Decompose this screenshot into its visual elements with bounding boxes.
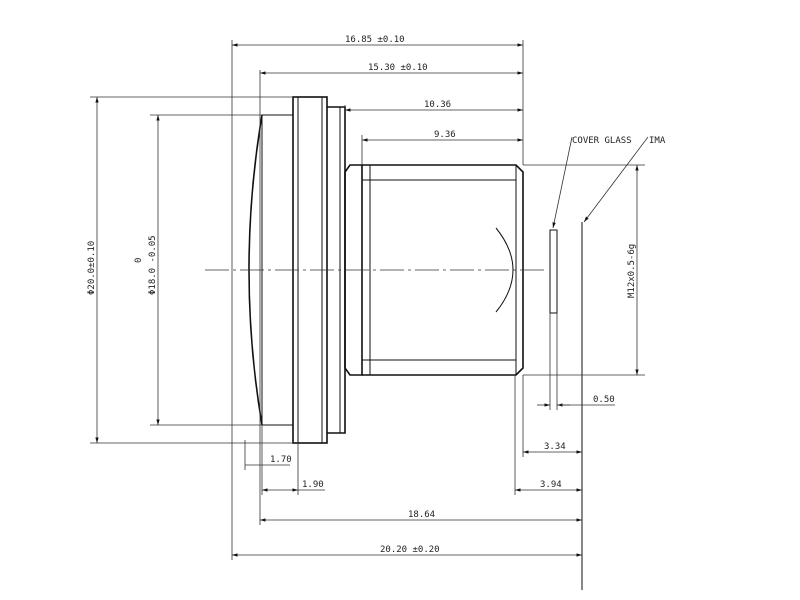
dim-outer-diameter: Φ20.0±0.10: [87, 241, 97, 295]
dim-lens-diameter: Φ18.0 -0.05: [148, 235, 158, 295]
dim-1-70: 1.70: [270, 455, 292, 465]
dim-lens-diameter-tol: 0: [134, 258, 144, 263]
dim-3-94: 3.94: [540, 480, 562, 490]
lens-body: [205, 96, 545, 444]
dim-10-36: 10.36: [424, 100, 451, 110]
dim-18-64: 18.64: [408, 510, 435, 520]
cover-glass-label: COVER GLASS: [572, 136, 632, 146]
cover-glass: [549, 229, 558, 314]
dim-15-30: 15.30 ±0.10: [368, 63, 428, 73]
dim-1-90: 1.90: [302, 480, 324, 490]
dim-thread: M12x0.5-6g: [627, 244, 637, 298]
dim-16-85: 16.85 ±0.10: [345, 35, 405, 45]
ima-label: IMA: [649, 136, 666, 146]
dim-20-20: 20.20 ±0.20: [380, 545, 440, 555]
dim-3-34: 3.34: [544, 442, 566, 452]
dim-0-50: 0.50: [593, 395, 615, 405]
dim-9-36: 9.36: [434, 130, 456, 140]
